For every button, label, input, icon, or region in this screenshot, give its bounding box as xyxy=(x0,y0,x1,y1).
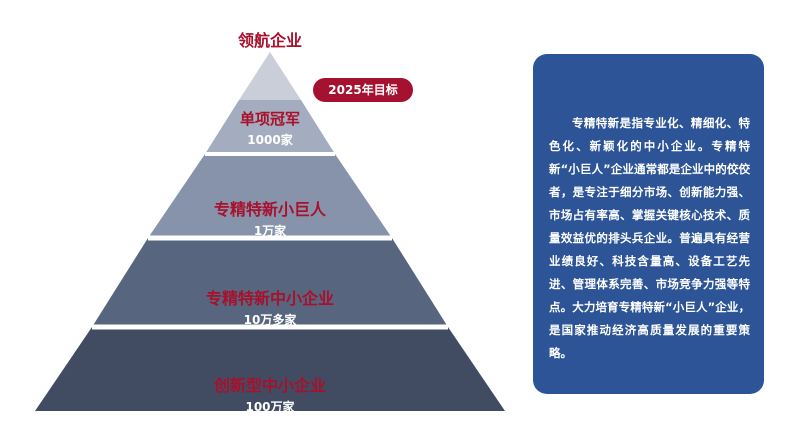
tier-2-name: 专精特新小巨人 xyxy=(213,200,326,219)
tier-1-text: 单项冠军 1000家 xyxy=(120,108,420,148)
pyramid-tier-4 xyxy=(35,327,505,411)
pyramid-apex xyxy=(239,52,301,100)
tier-3-text: 专精特新中小企业 10万多家 xyxy=(120,285,420,328)
tier-3-name: 专精特新中小企业 xyxy=(205,289,334,308)
tier-4-name: 创新型中小企业 xyxy=(213,376,326,395)
pyramid-tier-2 xyxy=(148,154,392,238)
info-box: 专精特新是指专业化、精细化、特色化、新颖化的中小企业。专精特新“小巨人”企业通常… xyxy=(533,54,764,394)
tier-2-count: 1万家 xyxy=(253,224,287,238)
tier-1-name: 单项冠军 xyxy=(239,110,300,128)
tier-3-count: 10万多家 xyxy=(243,313,297,327)
top-label: 领航企业 xyxy=(237,31,302,50)
pyramid-tier-3 xyxy=(92,238,448,327)
tier-4-text: 创新型中小企业 100万家 xyxy=(120,372,420,415)
goal-badge: 2025年目标 xyxy=(313,78,413,102)
tier-4-count: 100万家 xyxy=(245,400,295,414)
pyramid-tier-1 xyxy=(205,100,335,154)
tier-1-count: 1000家 xyxy=(247,133,293,147)
tier-2-text: 专精特新小巨人 1万家 xyxy=(120,196,420,239)
info-text: 专精特新是指专业化、精细化、特色化、新颖化的中小企业。专精特新“小巨人”企业通常… xyxy=(549,116,750,360)
